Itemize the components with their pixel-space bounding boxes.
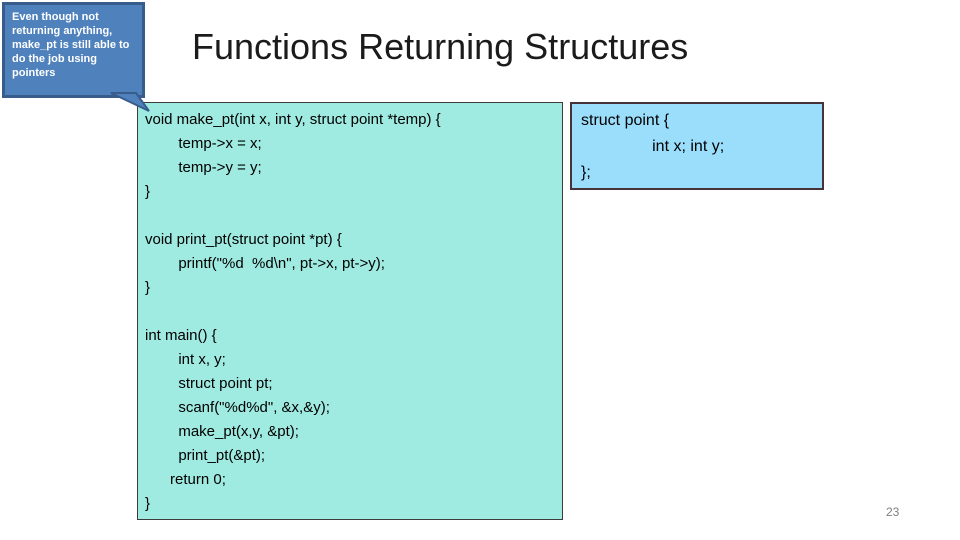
code-line: } — [145, 279, 151, 296]
code-line: void make_pt(int x, int y, struct point … — [145, 111, 441, 128]
code-line: void print_pt(struct point *pt) { — [145, 231, 342, 248]
code-line: print_pt(&pt); — [145, 447, 266, 464]
callout-tail — [110, 92, 150, 112]
code-box: void make_pt(int x, int y, struct point … — [137, 102, 563, 520]
code-line: printf("%d %d\n", pt->x, pt->y); — [145, 255, 385, 272]
callout-text: Even though not returning anything, make… — [12, 11, 130, 80]
code-line: temp->x = x; — [145, 135, 262, 152]
code-line: make_pt(x,y, &pt); — [145, 423, 299, 440]
code-line: int main() { — [145, 327, 217, 344]
struct-line: struct point { — [581, 112, 670, 129]
code-line: int x, y; — [145, 351, 226, 368]
code-line: } — [145, 495, 151, 512]
code-line: struct point pt; — [145, 375, 273, 392]
callout-tail-shape — [110, 92, 150, 112]
struct-line: int x; int y; — [581, 138, 725, 155]
code-line — [145, 204, 562, 228]
struct-definition-box: struct point { int x; int y; }; — [570, 102, 824, 190]
code-line: temp->y = y; — [145, 159, 262, 176]
callout-note: Even though not returning anything, make… — [2, 2, 145, 98]
code-line: } — [145, 183, 151, 200]
code-line — [145, 300, 562, 324]
page-title: Functions Returning Structures — [192, 26, 689, 67]
code-line: scanf("%d%d", &x,&y); — [145, 399, 330, 416]
struct-line: }; — [581, 164, 591, 181]
page-number: 23 — [886, 505, 900, 519]
code-line: return 0; — [145, 471, 226, 488]
